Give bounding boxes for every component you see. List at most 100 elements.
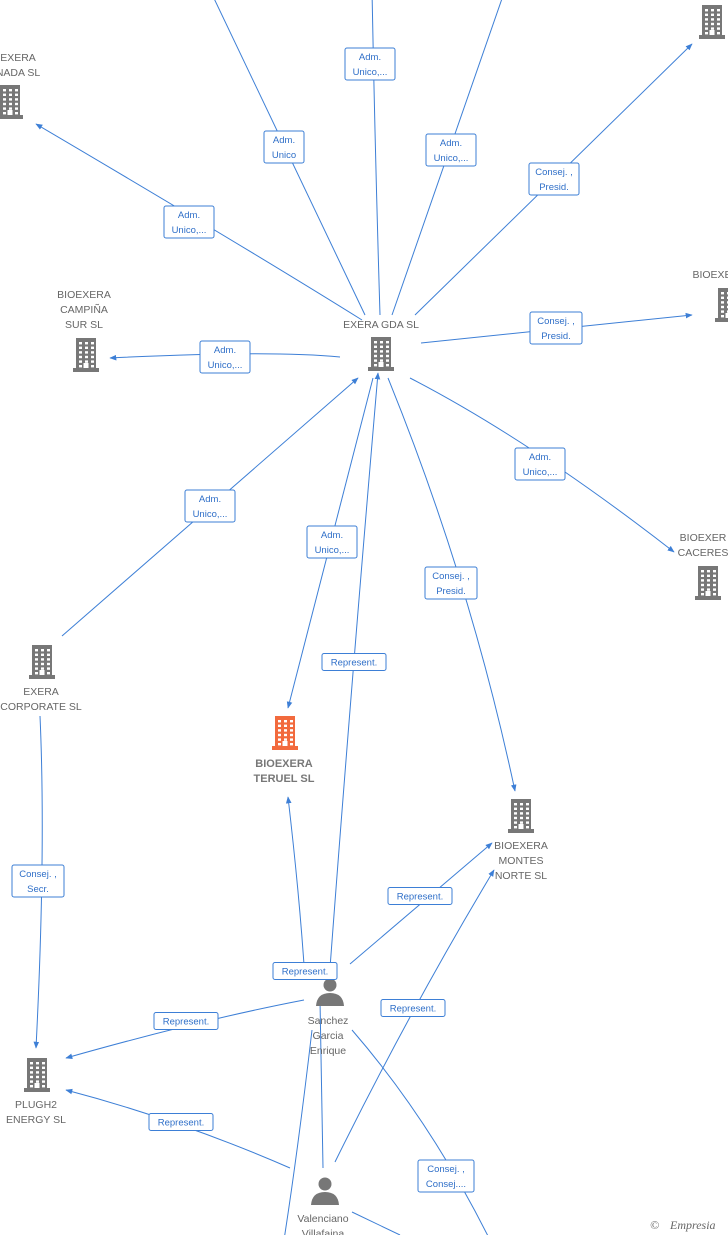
edge-label-text: Unico,... <box>193 509 228 520</box>
edge-label-text: Unico,... <box>434 153 469 164</box>
building-icon <box>508 799 534 833</box>
edge-label-text: Adm. <box>440 138 462 149</box>
edge-label[interactable]: Consej. , Secr. <box>11 864 65 898</box>
edge-label[interactable]: Adm.Unico,... <box>199 340 251 374</box>
edge-label-text: Adm. <box>359 52 381 63</box>
edge-label-text: Secr. <box>27 884 49 895</box>
company-node-topright[interactable] <box>699 5 725 39</box>
node-label: Garcia <box>313 1030 344 1042</box>
building-icon <box>0 85 23 119</box>
edge-label-text: Presid. <box>539 182 569 193</box>
edge-label-text: Consej. , <box>19 869 57 880</box>
edge-label[interactable]: Adm. Unico <box>263 130 305 164</box>
node-label: TERUEL SL <box>254 773 315 785</box>
node-label: CORPORATE SL <box>0 701 82 713</box>
edge-line <box>351 1029 489 1235</box>
edge-label-text: Adm. <box>178 210 200 221</box>
edge-label-text: Represent. <box>158 1118 204 1129</box>
edge-label[interactable]: Represent. <box>148 1113 214 1131</box>
node-label: BIOEXERA <box>57 289 111 301</box>
edge-label-text: Adm. <box>273 135 295 146</box>
node-label: BIOEXER <box>680 532 727 544</box>
building-icon <box>24 1058 50 1092</box>
node-label: BIOEXE <box>692 269 728 281</box>
company-node-teruel[interactable]: BIOEXERA TERUEL SL <box>254 716 315 785</box>
node-label: CACERES <box>678 547 728 559</box>
edge-label[interactable]: Consej. , Presid. <box>528 162 580 196</box>
node-label: BIOEXERA <box>494 840 548 852</box>
node-label: BIOEXERA <box>255 758 313 770</box>
edge-label-text: Consej. , <box>537 316 575 327</box>
building-icon <box>695 566 721 600</box>
person-icon <box>316 978 344 1006</box>
edge-label[interactable]: Represent. <box>153 1012 219 1030</box>
company-node-caceres[interactable]: BIOEXER CACERES <box>678 532 728 600</box>
edge-label[interactable]: Adm. Unico,... <box>425 133 477 167</box>
edge-label-text: Unico,... <box>353 67 388 78</box>
node-label: Enrique <box>310 1045 346 1057</box>
edge-label-text: Represent. <box>163 1017 209 1028</box>
watermark: © Empresia <box>650 1218 716 1232</box>
person-icon <box>311 1177 339 1205</box>
edge-label[interactable]: Adm. Unico,... <box>163 205 215 239</box>
node-label: CAMPIÑA <box>60 303 108 316</box>
building-icon <box>368 337 394 371</box>
company-node-granada[interactable]: EXERA NADA SL <box>0 52 40 119</box>
company-node-gda[interactable]: EXERA GDA SL <box>343 319 419 371</box>
edge-label[interactable]: Represent. <box>272 962 338 980</box>
edge-label[interactable]: Adm.Unico,... <box>514 447 566 481</box>
edge-line <box>284 1029 313 1235</box>
node-label: MONTES <box>499 855 544 867</box>
node-label: Sanchez <box>308 1015 349 1027</box>
edge-label[interactable]: Represent. <box>387 887 453 905</box>
edge-label[interactable]: Adm. Unico,... <box>184 489 236 523</box>
edge-label-text: Unico,... <box>172 225 207 236</box>
edge-label[interactable]: Represent. <box>321 653 387 671</box>
edge-label-text: Adm. <box>214 345 236 356</box>
node-label: ENERGY SL <box>6 1114 66 1126</box>
edge-line <box>371 0 381 316</box>
edge-label[interactable]: Represent. <box>380 999 446 1017</box>
building-icon <box>73 338 99 372</box>
copyright-symbol: © <box>650 1218 659 1232</box>
edge-label-text: Represent. <box>390 1004 436 1015</box>
edge-label-text: Represent. <box>282 967 328 978</box>
edge-label-text: Consej. , <box>432 571 470 582</box>
node-label: Valenciano <box>297 1213 348 1225</box>
edge-label[interactable]: Consej. , Presid. <box>424 566 478 600</box>
building-icon <box>29 645 55 679</box>
edge-label[interactable]: Adm.Unico,... <box>306 525 358 559</box>
edge-label-text: Represent. <box>397 892 443 903</box>
edge-label-text: Consej.... <box>426 1179 466 1190</box>
node-label: EXERA <box>0 52 36 64</box>
edge-label-text: Adm. <box>529 452 551 463</box>
company-node-rightmid[interactable]: BIOEXE <box>692 269 728 322</box>
edge-label-text: Presid. <box>436 586 466 597</box>
edge-label-text: Unico <box>272 150 296 161</box>
edge-label-text: Unico,... <box>315 545 350 556</box>
edge-line <box>329 372 381 969</box>
edge-label[interactable]: Adm. Unico,... <box>344 47 396 81</box>
node-label: NADA SL <box>0 67 40 79</box>
edge-label-text: Presid. <box>541 331 571 342</box>
edge-label-text: Adm. <box>199 494 221 505</box>
edge-label[interactable]: Consej. ,Consej.... <box>417 1159 475 1193</box>
edge-label-text: Consej. , <box>535 167 573 178</box>
building-icon <box>272 716 298 750</box>
watermark-brand: Empresia <box>669 1218 716 1232</box>
edge-line <box>285 796 306 981</box>
building-icon <box>715 288 728 322</box>
edge-line <box>35 123 363 321</box>
edge-label[interactable]: Consej. , Presid. <box>529 311 583 345</box>
edge-line <box>319 999 324 1169</box>
edge-label-text: Represent. <box>331 658 377 669</box>
building-icon <box>699 5 725 39</box>
node-label: EXERA GDA SL <box>343 319 419 331</box>
